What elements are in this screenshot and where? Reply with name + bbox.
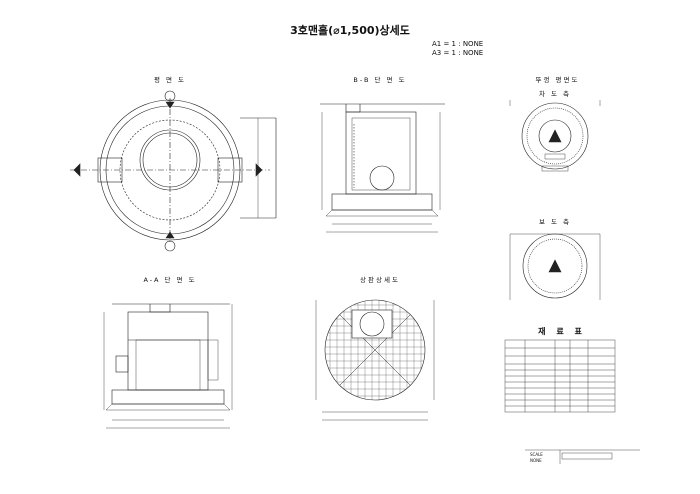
cover-roadway-label-box bbox=[544, 153, 566, 160]
slab-opening-circle bbox=[359, 311, 385, 337]
bb-chamber-wall bbox=[345, 111, 417, 195]
aa-chamber-wall bbox=[127, 311, 209, 391]
footer-scale-value: NONE bbox=[530, 458, 542, 463]
cover-roadway-label-box-2 bbox=[541, 165, 569, 172]
cover-sidewalk-emblem bbox=[548, 259, 562, 273]
slab-outline bbox=[324, 299, 426, 401]
section-bb-view bbox=[320, 103, 445, 233]
aa-frame bbox=[149, 304, 171, 313]
cover-sidewalk-outer bbox=[522, 233, 588, 299]
bb-frame bbox=[345, 104, 361, 113]
title-block-name-box bbox=[561, 452, 613, 460]
drawing-title: 3호맨홀(⌀1,500)상세도 bbox=[290, 24, 410, 37]
plan-marker-top bbox=[164, 90, 176, 102]
slab-detail-label: 상판상세도 bbox=[360, 276, 400, 284]
section-bb-label: B-B 단 면 도 bbox=[353, 76, 407, 84]
cover-sidewalk-view bbox=[509, 233, 601, 300]
cover-sidewalk-label: 보 도 측 bbox=[538, 218, 572, 226]
aa-pipe-left bbox=[115, 355, 129, 373]
plan-marker-left bbox=[73, 163, 81, 177]
bb-foundation bbox=[325, 209, 439, 217]
bb-chamber-inner bbox=[351, 117, 411, 191]
plan-pipe-left bbox=[97, 157, 123, 183]
scale-a3: A3 = 1 : NONE bbox=[432, 49, 484, 57]
plan-view-label: 평 면 도 bbox=[153, 76, 187, 84]
plan-arrow-top bbox=[165, 101, 175, 109]
materials-table-title: 재 료 표 bbox=[538, 327, 586, 336]
bb-base-slab bbox=[331, 193, 433, 211]
slab-opening bbox=[351, 309, 393, 339]
aa-side-right bbox=[207, 339, 219, 381]
cover-roadway-view bbox=[509, 100, 601, 172]
plan-marker-right bbox=[255, 163, 263, 177]
section-aa-label: A-A 단 면 도 bbox=[143, 276, 197, 284]
cover-roadway-outer bbox=[521, 102, 589, 170]
plan-marker-bottom bbox=[164, 240, 176, 252]
plan-view bbox=[70, 90, 277, 252]
aa-base-slab bbox=[111, 389, 225, 405]
cover-roadway-center bbox=[538, 119, 572, 153]
cover-roadway-label: 차 도 측 bbox=[538, 90, 572, 98]
aa-foundation bbox=[105, 403, 231, 411]
cover-plan-label: 뚜껑 평면도 bbox=[535, 76, 580, 84]
scale-a1: A1 = 1 : NONE bbox=[432, 40, 484, 48]
footer-scale-label: SCALE bbox=[530, 452, 543, 457]
title-block bbox=[525, 449, 640, 464]
plan-arrow-bottom bbox=[165, 231, 175, 239]
cover-sidewalk-ring bbox=[527, 238, 583, 294]
cover-roadway-ring bbox=[526, 107, 584, 165]
cover-roadway-emblem bbox=[548, 129, 562, 143]
section-aa-view bbox=[103, 303, 233, 429]
bb-pipe-opening bbox=[369, 165, 395, 191]
materials-table bbox=[504, 339, 616, 413]
slab-detail-view bbox=[315, 299, 435, 421]
aa-chamber-inner bbox=[135, 339, 201, 391]
plan-pipe-right bbox=[217, 157, 243, 183]
